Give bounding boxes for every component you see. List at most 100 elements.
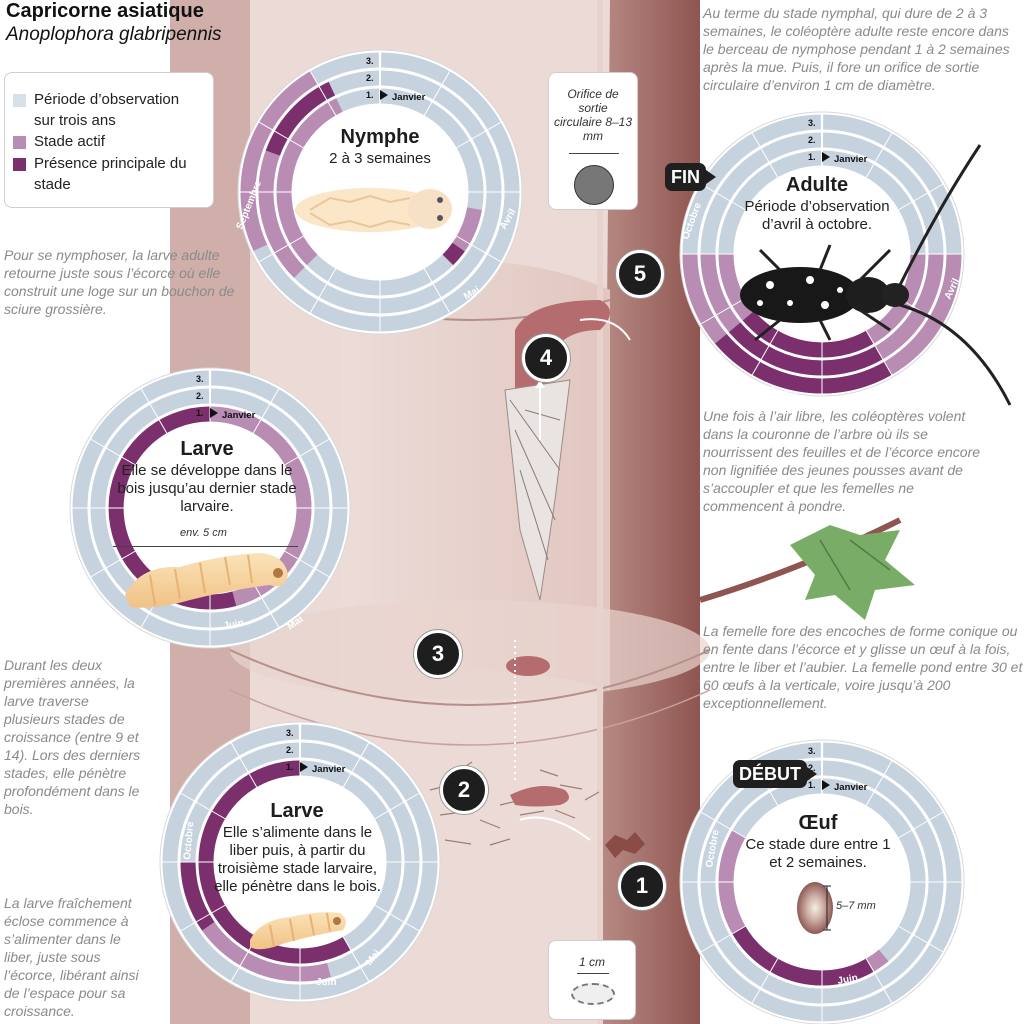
larva-young-title: Larve bbox=[270, 800, 324, 822]
nymph-ring-segment bbox=[442, 242, 465, 266]
egg-illustration bbox=[797, 882, 833, 934]
adult-ring-segment bbox=[742, 310, 874, 358]
nymph-year-1-label: 1. bbox=[366, 90, 374, 100]
step-3-marker: 3 bbox=[414, 630, 462, 678]
legend-item-observation: Période d’observation sur trois ans bbox=[13, 89, 203, 131]
larva-deep-january-marker bbox=[210, 408, 218, 418]
egg-description: Ce stade dure entre 1 et 2 semaines. bbox=[745, 836, 891, 871]
nymph-month-tick bbox=[309, 70, 337, 116]
egg-month-tick bbox=[700, 811, 746, 839]
species-name: Anoplophora glabripennis bbox=[6, 24, 222, 45]
larva-young-month-label: Juin bbox=[316, 977, 337, 988]
adult-ring-segment bbox=[715, 333, 892, 394]
adult-beetle bbox=[740, 144, 1012, 406]
nymph-ring-segment bbox=[240, 71, 318, 251]
nymph-year-3-label: 3. bbox=[366, 56, 374, 66]
larva-young-month-tick bbox=[180, 904, 226, 932]
egg-month-tick bbox=[865, 958, 893, 1004]
larva-young-month-tick bbox=[230, 742, 258, 788]
page-title: Capricorne asiatique bbox=[6, 0, 204, 22]
notch-icon bbox=[571, 983, 615, 1005]
larva-young-month-tick bbox=[342, 936, 370, 982]
legend-swatch bbox=[13, 136, 26, 149]
adult-january-marker bbox=[822, 152, 830, 162]
larva-deep-month-label: Juin bbox=[223, 618, 245, 632]
larva-large-illustration bbox=[125, 553, 288, 608]
egg-january-label: Janvier bbox=[834, 782, 868, 793]
step-4-marker: 4 bbox=[522, 334, 570, 382]
larva-deep-ring-segment bbox=[209, 591, 237, 610]
larva-young-year-2-label: 2. bbox=[286, 745, 294, 755]
step-5-marker: 5 bbox=[616, 250, 664, 298]
egg-month-tick bbox=[898, 925, 944, 953]
step-2-marker: 2 bbox=[440, 766, 488, 814]
larva-deep-description: Elle se développe dans le bois jusqu’au … bbox=[117, 462, 297, 515]
note-emergence: Au terme du stade nymphal, qui dure de 2… bbox=[703, 5, 1010, 93]
egg-size-label: 5–7 mm bbox=[836, 900, 876, 912]
nymph-ring-segment bbox=[452, 207, 482, 252]
egg-month-tick bbox=[898, 811, 944, 839]
larva-deep-month-tick bbox=[252, 388, 280, 434]
notch-scale-label: 1 cm bbox=[578, 955, 605, 969]
exit-hole-icon bbox=[574, 165, 614, 205]
larva-young-january-label: Janvier bbox=[312, 764, 346, 775]
adult-month-tick bbox=[865, 330, 893, 376]
larva-deep-year-1-label: 1. bbox=[196, 408, 204, 418]
nymph-january-label: Janvier bbox=[392, 92, 426, 103]
larva-deep-month-tick bbox=[284, 438, 330, 466]
larva-young-january-marker bbox=[300, 762, 308, 772]
legend-item-main: Présence principale du stade bbox=[13, 153, 203, 195]
exit-hole-scale bbox=[569, 153, 619, 154]
phenology-rings: 3. 2. 1. Janvier 3. 2. 1. Janvier 3. 2. 1. Janvier 3… bbox=[69, 49, 965, 1024]
larva-deep-january-label: Janvier bbox=[222, 410, 256, 421]
larva-tunnel bbox=[506, 318, 645, 858]
egg-year-1-label: 1. bbox=[808, 780, 816, 790]
step-1-marker: 1 bbox=[618, 862, 666, 910]
adult-description: Période d’observation d’avril à octobre. bbox=[744, 198, 890, 233]
exit-hole-label: Orifice de sortie circulaire 8–13 mm bbox=[553, 87, 633, 143]
end-tag: FIN bbox=[665, 163, 716, 191]
larva-young-ring-segment bbox=[180, 861, 215, 931]
adult-year-2-label: 2. bbox=[808, 135, 816, 145]
larva-small-illustration bbox=[250, 912, 346, 950]
adult-year-1-label: 1. bbox=[808, 152, 816, 162]
legend-swatch bbox=[13, 94, 26, 107]
larva-deep-month-tick bbox=[90, 438, 136, 466]
larva-deep-title: Larve bbox=[180, 438, 234, 460]
egg-notch-box: 1 cm bbox=[548, 940, 636, 1020]
nymph-january-marker bbox=[380, 90, 388, 100]
egg-month-tick bbox=[700, 925, 746, 953]
note-adult-feeding: Une fois à l’air libre, les coléoptères … bbox=[703, 408, 981, 514]
start-tag: DÉBUT bbox=[733, 760, 817, 788]
larva-deep-month-tick bbox=[284, 550, 330, 578]
larva-young-year-3-label: 3. bbox=[286, 728, 294, 738]
egg-ring-segment bbox=[732, 926, 874, 986]
nymph-illustration bbox=[295, 188, 452, 232]
larva-young-month-tick bbox=[342, 742, 370, 788]
legend-item-active: Stade actif bbox=[13, 131, 203, 152]
notch-scale-bar bbox=[577, 973, 609, 974]
larva-deep-month-tick bbox=[140, 388, 168, 434]
branch-with-leaves bbox=[699, 517, 915, 620]
note-pupation: Pour se nymphoser, la larve adulte retou… bbox=[4, 247, 235, 317]
adult-title: Adulte bbox=[785, 174, 849, 196]
note-larva-stages: Durant les deux premières années, la lar… bbox=[4, 657, 141, 817]
larva-young-month-tick bbox=[180, 792, 226, 820]
nymph-month-tick bbox=[258, 121, 304, 149]
larva-size-label: env. 5 cm bbox=[180, 527, 227, 539]
nymph-month-tick bbox=[309, 268, 337, 314]
larva-size-bar bbox=[113, 546, 298, 547]
egg-month-tick bbox=[865, 760, 893, 806]
adult-month-tick bbox=[751, 330, 779, 376]
larva-deep-month-tick bbox=[252, 582, 280, 628]
larva-deep-month-tick bbox=[90, 550, 136, 578]
nymph-month-tick bbox=[258, 235, 304, 263]
adult-month-tick bbox=[898, 183, 944, 211]
larva-young-month-tick bbox=[374, 792, 420, 820]
larva-deep-year-2-label: 2. bbox=[196, 391, 204, 401]
larva-young-month-tick bbox=[374, 904, 420, 932]
larva-young-month-label: Octobre bbox=[182, 821, 196, 861]
egg-year-3-label: 3. bbox=[808, 746, 816, 756]
adult-ring-segment bbox=[728, 322, 883, 376]
egg-month-label: Juin bbox=[837, 973, 859, 987]
